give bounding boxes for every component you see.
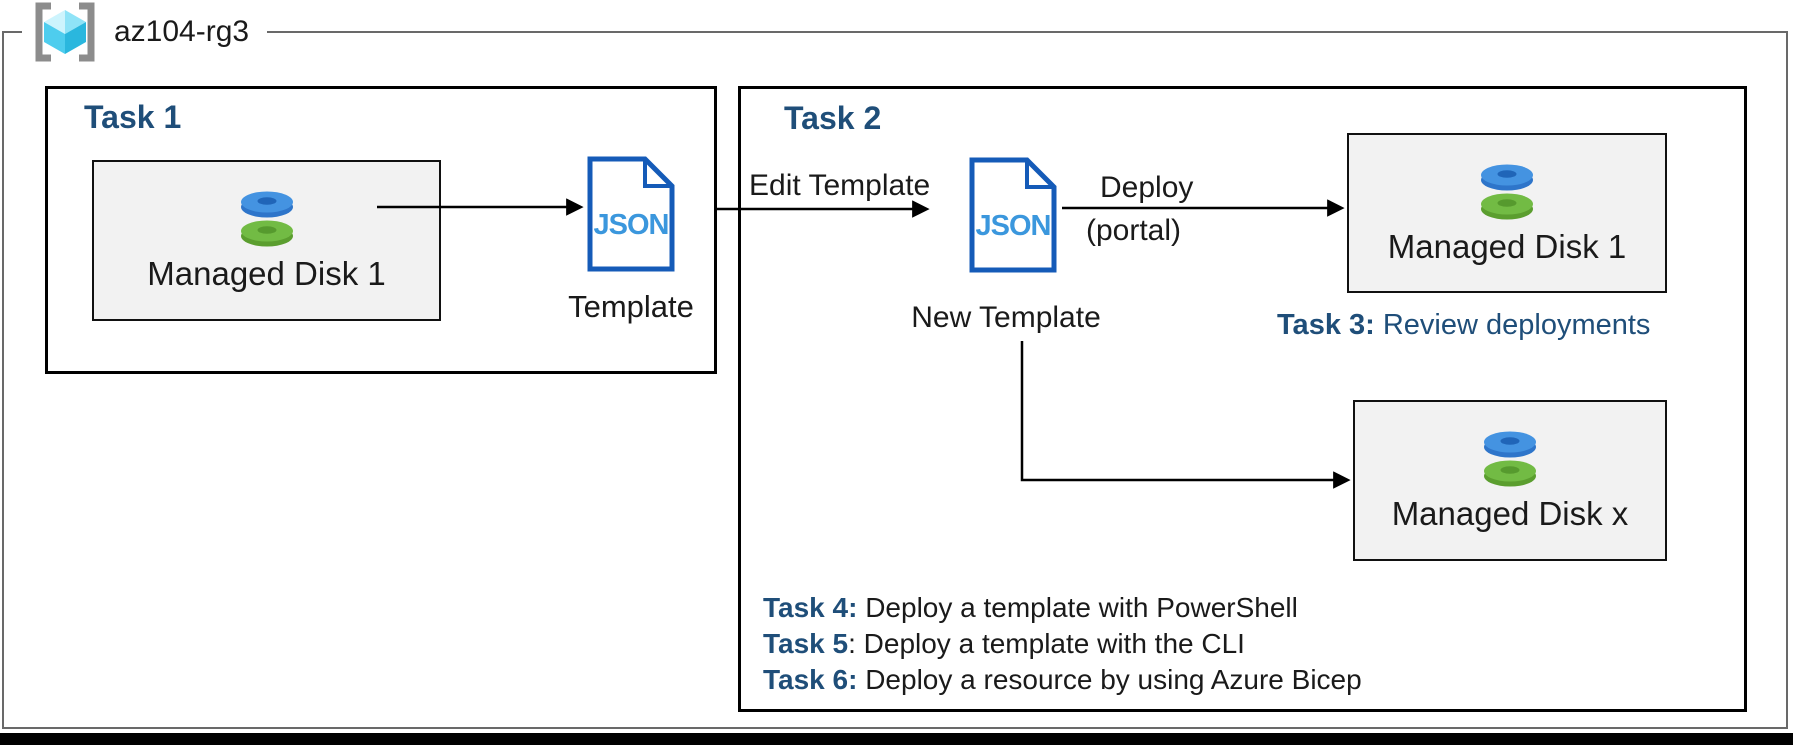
resource-group-header: az104-rg3 — [22, 0, 268, 64]
managed-disk-icon — [240, 191, 293, 247]
task5-line: Task 5: Deploy a template with the CLI — [763, 626, 1362, 662]
template-caption: Template — [568, 289, 694, 324]
managed-disk-icon — [1481, 164, 1533, 219]
deploy-label: Deploy — [1100, 171, 1194, 204]
json-document-icon — [969, 157, 1057, 273]
task3-caption: Task 3: Review deployments — [1277, 309, 1650, 342]
task-list: Task 4: Deploy a template with PowerShel… — [763, 590, 1362, 698]
new-template-json-icon: JSON — [967, 156, 1059, 274]
managed-disk-1-box-task1: Managed Disk 1 — [92, 160, 441, 321]
bottom-black-bar — [0, 733, 1793, 745]
resource-group-border — [2, 31, 1788, 729]
task4-line: Task 4: Deploy a template with PowerShel… — [763, 590, 1362, 626]
task6-prefix: Task 6: — [763, 664, 866, 695]
task5-prefix: Task 5 — [763, 628, 849, 659]
managed-disk-1-box-task2: Managed Disk 1 — [1347, 133, 1667, 293]
edit-template-label: Edit Template — [749, 169, 931, 202]
resource-group-icon — [35, 2, 95, 62]
template-json-icon: JSON — [585, 155, 677, 273]
json-doc-text: JSON — [593, 209, 670, 241]
managed-disk-icon — [1484, 431, 1536, 487]
task1-title: Task 1 — [84, 99, 182, 135]
managed-disk-1-task2-label: Managed Disk 1 — [1387, 227, 1627, 265]
task3-prefix: Task 3: — [1277, 309, 1383, 341]
task6-text: Deploy a resource by using Azure Bicep — [865, 664, 1362, 695]
managed-disk-1-label: Managed Disk 1 — [147, 255, 386, 292]
task2-title: Task 2 — [784, 100, 882, 136]
json-doc-text: JSON — [975, 210, 1052, 242]
task4-prefix: Task 4: — [763, 592, 866, 623]
managed-disk-x-label: Managed Disk x — [1391, 495, 1629, 532]
task3-text: Review deployments — [1382, 309, 1651, 341]
deploy-portal-label: (portal) — [1086, 214, 1182, 247]
task5-text: : Deploy a template with the CLI — [848, 628, 1245, 659]
new-template-caption: New Template — [911, 301, 1101, 334]
resource-group-name: az104-rg3 — [114, 15, 250, 48]
json-document-icon — [587, 156, 675, 272]
task4-text: Deploy a template with PowerShell — [865, 592, 1298, 623]
managed-disk-x-box: Managed Disk x — [1353, 400, 1667, 561]
task6-line: Task 6: Deploy a resource by using Azure… — [763, 662, 1362, 698]
